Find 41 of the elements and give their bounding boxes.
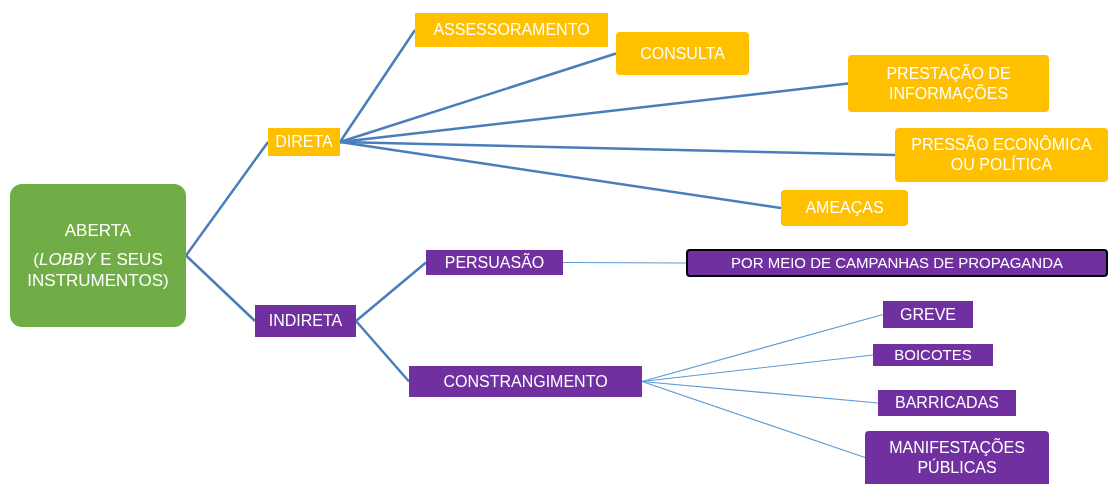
topic-text: MANIFESTAÇÕES PÚBLICAS: [888, 437, 1026, 478]
topic-box: [878, 390, 1016, 416]
connector-line: [339, 52, 617, 144]
topic-box: [268, 128, 340, 156]
topic-box: [781, 190, 908, 226]
connector-line: [641, 380, 879, 404]
topic-box: [883, 301, 973, 328]
topic-box: [895, 128, 1108, 182]
connector-line: [339, 140, 782, 210]
topic-text: AMEAÇAS: [805, 198, 884, 218]
topic-box: [848, 55, 1049, 112]
topic-text: (LOBBY E SEUS INSTRUMENTOS): [26, 248, 170, 292]
topic-box: [255, 305, 356, 337]
topic-box: [873, 344, 993, 366]
topic-box: [415, 13, 608, 47]
topic-box: [865, 431, 1049, 484]
topic-text: POR MEIO DE CAMPANHAS DE PROPAGANDA: [731, 253, 1063, 273]
connector-line: [562, 261, 687, 264]
topic-text: PRESSÃO ECONÔMICA OU POLÍTICA: [910, 135, 1093, 175]
topic-text: PRESTAÇÃO DE INFORMAÇÕES: [885, 63, 1012, 104]
topic-box: [616, 32, 749, 75]
topic-text: PERSUASÃO: [444, 252, 545, 273]
connector-line: [355, 261, 427, 322]
topic-text: ABERTA: [64, 219, 132, 241]
topic-text: CONSTRANGIMENTO: [443, 371, 608, 392]
topic-text: DIRETA: [275, 132, 333, 152]
connector-line: [185, 141, 269, 257]
topic-text: GREVE: [900, 304, 956, 325]
connector-line: [185, 254, 256, 322]
topic-box: [409, 366, 642, 397]
topic-text: INDIRETA: [268, 311, 343, 331]
topic-text: BOICOTES: [894, 345, 972, 365]
topic-text: ASSESSORAMENTO: [433, 20, 590, 40]
topic-box: [686, 249, 1108, 277]
topic-box: [426, 250, 563, 275]
connector-line: [355, 320, 410, 383]
topic-text: CONSULTA: [640, 43, 725, 64]
connector-line: [641, 380, 866, 459]
topic-text: BARRICADAS: [895, 393, 999, 413]
connector-line: [641, 313, 884, 383]
topic-box: [10, 184, 186, 327]
